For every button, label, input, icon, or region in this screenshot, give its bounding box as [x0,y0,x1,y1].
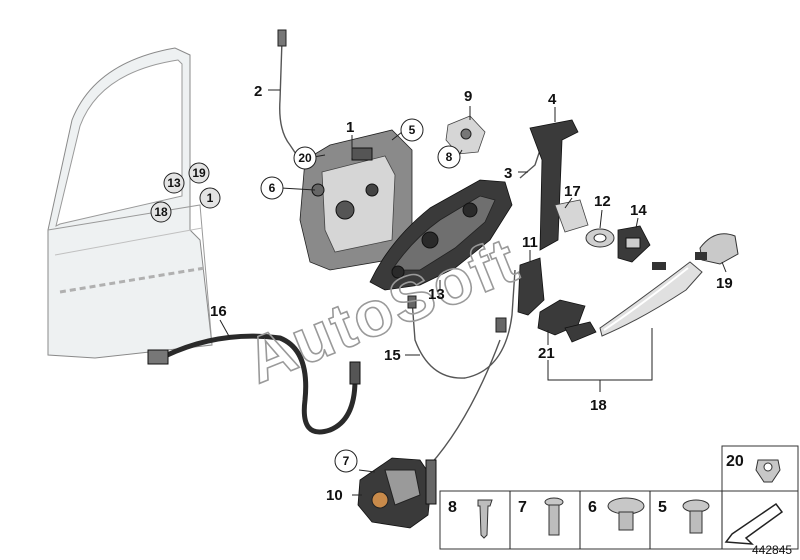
circled-callout-7: 7 [334,449,358,473]
door-callout-13: 13 [163,172,185,194]
svg-text:20: 20 [726,453,744,470]
callout-10: 10 [326,487,343,504]
svg-text:7: 7 [343,454,350,468]
leader-lines [219,89,727,496]
callout-16: 16 [210,303,227,320]
gasket-part-12 [585,228,615,248]
svg-text:6: 6 [269,181,276,195]
callout-1: 1 [346,119,354,136]
fastener-box-20: 20 [726,453,781,483]
handle-support-part-21 [537,299,597,343]
callout-21: 21 [538,345,555,362]
svg-text:8: 8 [448,499,457,516]
outside-handle-part-18 [599,261,703,337]
svg-text:5: 5 [658,499,667,516]
circled-callout-8: 8 [437,145,461,169]
svg-text:8: 8 [446,150,453,164]
retainer-part-17 [554,199,589,233]
door-callout-1: 1 [199,187,221,209]
key-cylinder-cover-part-14 [617,225,651,263]
callout-19: 19 [716,275,733,292]
svg-text:1: 1 [207,191,214,205]
operating-rod-part-3 [519,149,541,179]
callout-18: 18 [590,397,607,414]
fastener-box-8: 8 [448,499,493,539]
svg-text:13: 13 [167,176,181,190]
handle-carrier-part-13 [369,179,513,291]
fastener-box-5: 5 [658,499,710,534]
circled-callout-6: 6 [260,176,284,200]
bracket-part-9 [445,115,486,155]
callout-14: 14 [630,202,647,219]
callout-11: 11 [522,234,538,251]
door-callout-18: 18 [150,201,172,223]
svg-text:19: 19 [192,166,206,180]
callout-2: 2 [254,83,262,100]
circled-callout-20: 20 [293,146,317,170]
fastener-box-7: 7 [518,497,564,536]
actuator-part-10 [357,457,437,529]
catalog-number: 442845 [752,543,792,557]
door-lock-part-1 [299,129,413,271]
arrow-icon [724,502,784,545]
bowden-cable-part-2 [277,29,301,161]
fastener-box-6: 6 [588,497,645,531]
callout-15: 15 [384,347,401,364]
door-callout-19: 19 [188,162,210,184]
callout-17: 17 [564,183,581,200]
callout-9: 9 [464,88,472,105]
circled-callout-5: 5 [400,118,424,142]
fastener-table: 8 7 6 5 20 [439,445,799,550]
end-cap-part-19 [695,233,739,265]
callout-13: 13 [428,286,445,303]
svg-text:6: 6 [588,499,597,516]
svg-text:5: 5 [409,123,416,137]
door-illustration [47,47,213,359]
callout-3: 3 [504,165,512,182]
cable-to-actuator [429,339,501,466]
cover-part-4 [529,119,579,251]
callout-4: 4 [548,91,557,108]
bracket-part-11 [517,257,545,316]
svg-text:18: 18 [154,205,168,219]
bowden-cable-part-15 [407,269,516,379]
svg-text:20: 20 [298,151,312,165]
svg-text:7: 7 [518,499,527,516]
callout-12: 12 [594,193,611,210]
